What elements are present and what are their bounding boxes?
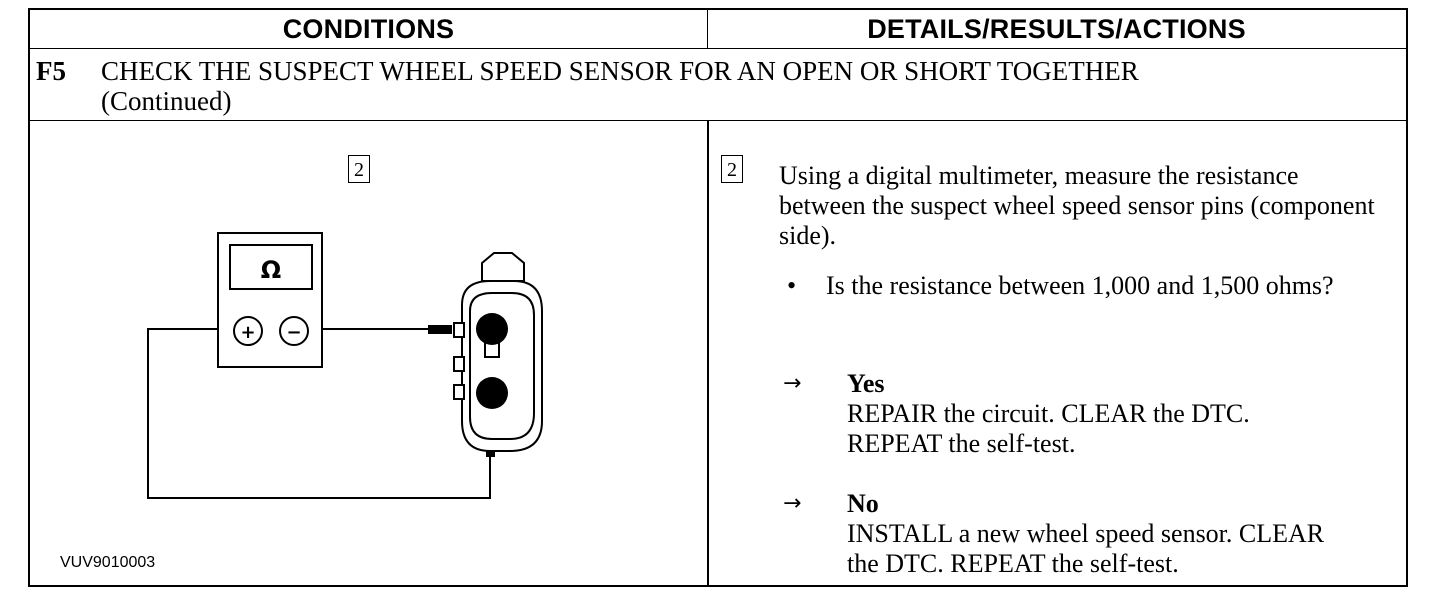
yes-arrow-icon: → bbox=[783, 371, 802, 396]
ohm-symbol: Ω bbox=[261, 256, 281, 284]
condition-substep-box: 2 bbox=[348, 155, 370, 183]
body-divider bbox=[707, 120, 709, 585]
details-pane: 2 Using a digital multimeter, measure th… bbox=[709, 121, 1406, 585]
multimeter-wiring-diagram: Ω + − bbox=[147, 232, 543, 499]
step-title-line1: CHECK THE SUSPECT WHEEL SPEED SENSOR FOR… bbox=[101, 56, 1139, 86]
header-rule bbox=[30, 48, 1406, 49]
step-title-line2: (Continued) bbox=[101, 86, 232, 116]
yes-action: REPAIR the circuit. CLEAR the DTC. REPEA… bbox=[847, 399, 1250, 458]
no-answer: No INSTALL a new wheel speed sensor. CLE… bbox=[847, 489, 1407, 579]
step-title: CHECK THE SUSPECT WHEEL SPEED SENSOR FOR… bbox=[101, 56, 1381, 116]
question-text: Is the resistance between 1,000 and 1,50… bbox=[826, 271, 1334, 300]
header-divider bbox=[707, 10, 708, 48]
yes-label: Yes bbox=[847, 369, 885, 398]
plus-terminal bbox=[233, 316, 263, 346]
multimeter bbox=[217, 232, 323, 368]
minus-sign: − bbox=[286, 322, 301, 343]
plus-sign: + bbox=[240, 322, 255, 343]
details-header: DETAILS/RESULTS/ACTIONS bbox=[867, 13, 1246, 44]
meter-display bbox=[229, 244, 313, 290]
circuit-wires bbox=[147, 328, 491, 499]
instruction-text: Using a digital multimeter, measure the … bbox=[779, 161, 1375, 250]
conditions-header: CONDITIONS bbox=[282, 13, 455, 44]
minus-terminal bbox=[279, 316, 309, 346]
wheel-speed-sensor-connector bbox=[453, 252, 543, 452]
yes-answer: Yes REPAIR the circuit. CLEAR the DTC. R… bbox=[847, 369, 1407, 459]
no-label: No bbox=[847, 489, 879, 518]
diagnostic-table: CONDITIONS DETAILS/RESULTS/ACTIONS F5 CH… bbox=[28, 8, 1408, 587]
probe-tip-minus bbox=[428, 325, 452, 334]
step-id: F5 bbox=[36, 56, 66, 86]
sensor-pin-1 bbox=[476, 313, 508, 345]
figure-id: VUV9010003 bbox=[60, 554, 156, 571]
conditions-pane: 2 Ω + − bbox=[30, 121, 707, 585]
step-row: F5 CHECK THE SUSPECT WHEEL SPEED SENSOR … bbox=[30, 48, 1406, 120]
sensor-pin-2 bbox=[476, 377, 508, 409]
step-rule bbox=[30, 120, 1406, 121]
no-arrow-icon: → bbox=[783, 491, 802, 516]
no-action: INSTALL a new wheel speed sensor. CLEAR … bbox=[847, 519, 1325, 578]
bullet-icon: • bbox=[787, 271, 797, 300]
detail-substep-box: 2 bbox=[721, 155, 743, 183]
